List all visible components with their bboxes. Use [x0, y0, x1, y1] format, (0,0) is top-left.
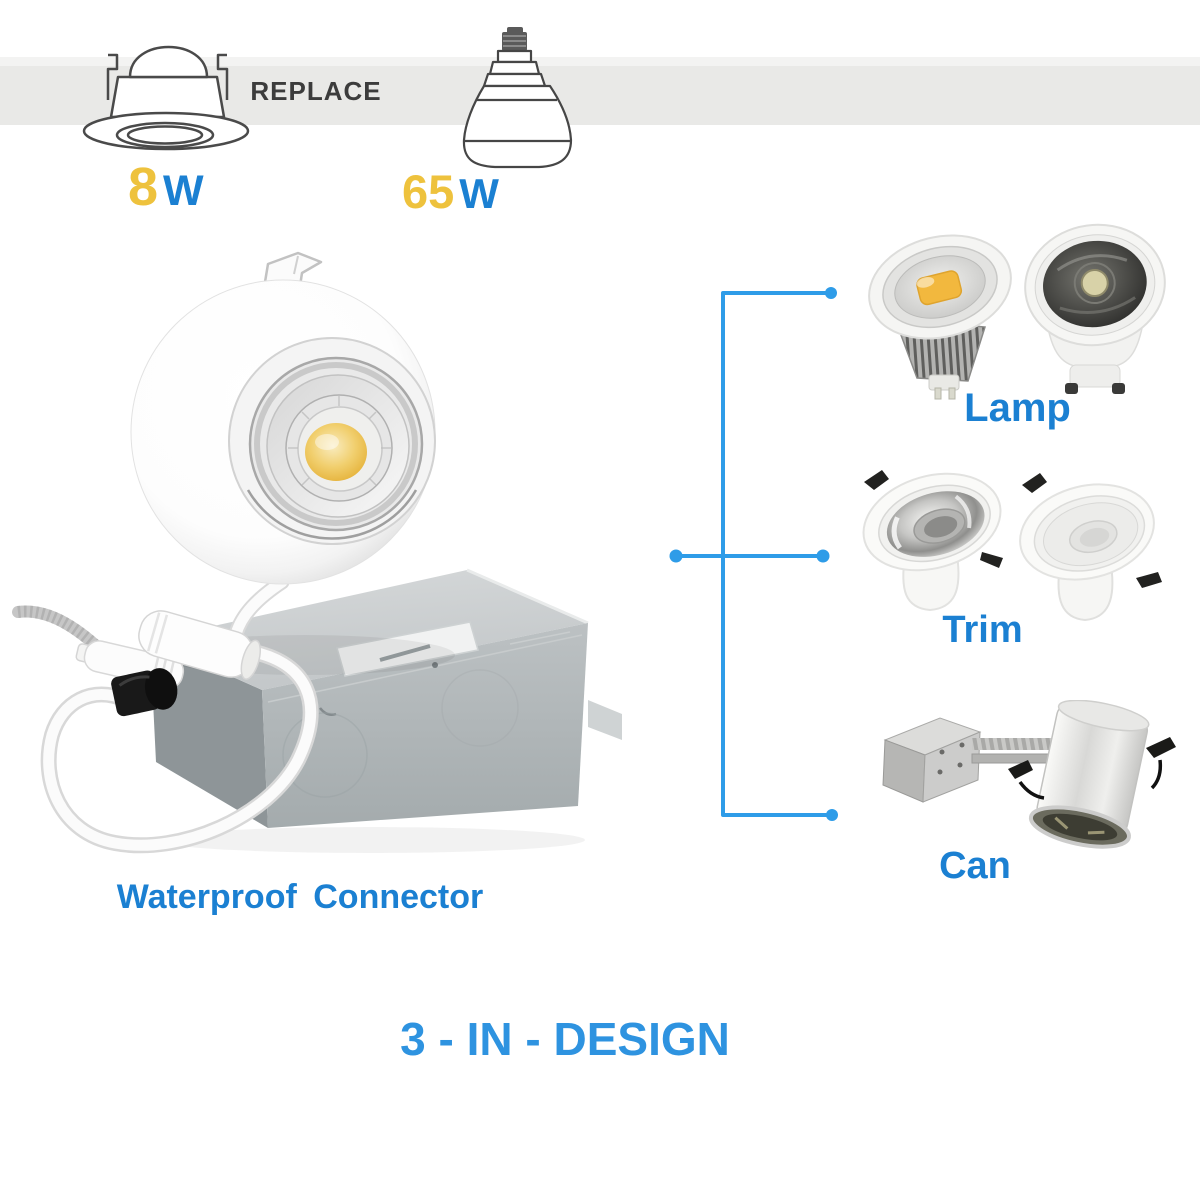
strain-relief-grommet: [111, 668, 178, 717]
headline: 3 - IN - DESIGN: [400, 1013, 730, 1065]
cable-loop: [40, 642, 319, 854]
white-trim: [1019, 473, 1162, 622]
jbox-side: [922, 731, 981, 803]
product-photo: [12, 251, 622, 854]
box-front-face: [262, 623, 588, 828]
lamp-photo: [868, 223, 1166, 400]
gu10-face: [1024, 223, 1166, 347]
callout-lines: [669, 287, 838, 821]
dome: [128, 45, 209, 79]
spring-clip: [980, 552, 1003, 568]
background-band-highlight: [0, 57, 1200, 66]
spring-clip: [864, 470, 889, 490]
box-screw-hole: [432, 662, 438, 668]
chrome-trim: [862, 470, 1003, 612]
bracket-dot-bottom: [826, 809, 838, 821]
knockout-circle: [441, 669, 519, 747]
knockout-circle: [282, 712, 368, 798]
box-side-flange: [588, 700, 622, 740]
supply-cable: [228, 574, 290, 642]
lamp-base: [928, 374, 960, 391]
bulb-neck-step1: [496, 49, 533, 64]
connector-mouth: [240, 639, 262, 680]
bi-pin: [948, 387, 956, 400]
chrome-bevel: [254, 362, 418, 526]
plate-slot: [379, 644, 431, 662]
replace-label: REPLACE: [250, 76, 382, 106]
box-notch: [319, 707, 337, 716]
connector-female-half: [138, 610, 262, 680]
box-seam-short: [509, 631, 571, 645]
gu10-base: [1069, 364, 1121, 388]
bulb-neck-step2: [488, 60, 541, 76]
bulb-neck-band: [482, 72, 547, 88]
led-highlight: [315, 434, 339, 450]
bracket-dot-middle-right: [816, 549, 830, 563]
recessed-downlight-icon: [82, 45, 250, 151]
grommet-highlight: [118, 675, 150, 687]
mounting-tab-crease: [293, 255, 299, 275]
old-bulb-wattage: 65 W: [402, 164, 499, 219]
bracket-dot-top: [825, 287, 837, 299]
wattage-number: 8: [128, 157, 159, 217]
screw-threads: [503, 35, 526, 47]
trim-label: Trim: [942, 609, 1023, 651]
bulb-body: [462, 84, 573, 169]
box-shadow: [155, 827, 585, 853]
gu10-lamp: [1024, 223, 1166, 394]
gimbal-downlight: [130, 251, 436, 585]
gu10-pin: [1112, 383, 1125, 394]
reflector-facets: [288, 396, 391, 486]
led-cob-chip: [305, 423, 367, 481]
housing: [109, 75, 226, 119]
spring-clip: [1136, 572, 1162, 588]
spring-arm-right: [216, 53, 229, 100]
can-photo: [882, 700, 1176, 849]
can-label: Can: [939, 845, 1011, 887]
wattage-number: 65: [402, 165, 455, 218]
white-trim-face: [1019, 483, 1155, 581]
bracket-dot-middle-left: [669, 549, 683, 563]
new-light-wattage: 8 W: [128, 156, 204, 218]
junction-box: [150, 568, 622, 853]
box-seam: [267, 634, 583, 703]
trim-lens: [126, 125, 204, 145]
connector-collar: [146, 612, 169, 654]
can-clip: [1146, 737, 1176, 758]
clip-arms: [1018, 759, 1163, 800]
mr16-face: [868, 234, 1012, 340]
can-housing: [1008, 700, 1176, 849]
wattage-unit: W: [163, 167, 204, 215]
gimbal-seam: [246, 489, 418, 540]
chrome-trim-face: [862, 472, 1002, 572]
can-clip: [1008, 760, 1033, 779]
mr16-lamp: [868, 234, 1012, 400]
wattage-unit: W: [459, 170, 499, 217]
spring-arm-left: [106, 53, 119, 100]
gu10-pin: [1065, 383, 1078, 394]
lamp-label: Lamp: [964, 386, 1071, 430]
can-top: [1057, 700, 1150, 732]
br30-bulb-icon: [462, 27, 573, 169]
bi-pin: [934, 387, 942, 400]
mounting-plate: [336, 621, 479, 677]
trim-photo: [862, 470, 1162, 622]
can-junction-box: [882, 717, 982, 803]
gu10-led: [1080, 269, 1109, 298]
box-top-edge-highlight: [466, 568, 589, 625]
spring-clip: [1022, 473, 1047, 493]
box-left-face: [150, 640, 268, 828]
product-caption: Waterproof Connector: [116, 878, 484, 916]
hanger-rail: [971, 738, 1055, 764]
